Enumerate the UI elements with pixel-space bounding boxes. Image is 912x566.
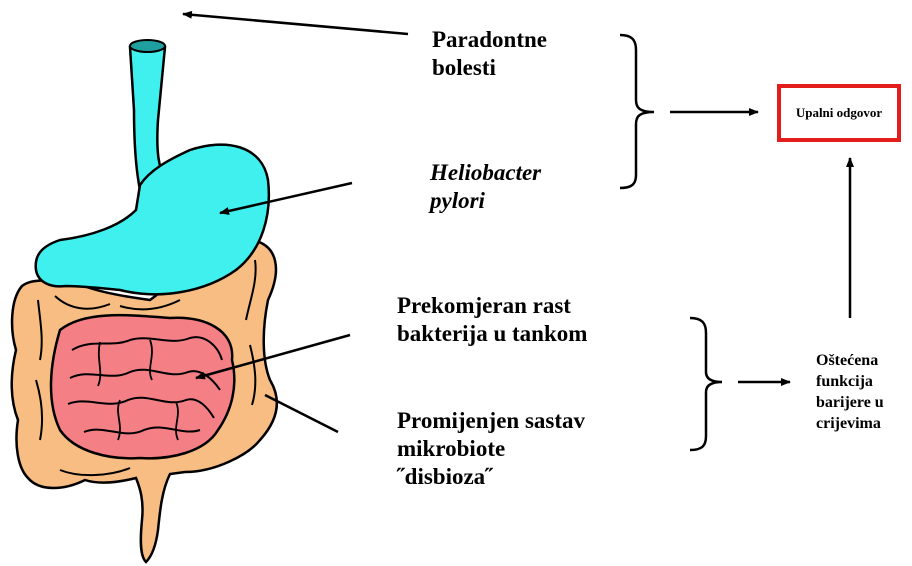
lower-brace	[690, 318, 722, 450]
label-dysbiosis: Promijenjen sastav mikrobiote ˝disbioza˝	[397, 407, 585, 491]
label-periodontal-disease: Paradontne bolesti	[432, 26, 547, 82]
label-inflammation-response: Upalni odgovor	[796, 105, 882, 121]
small-intestine-illustration	[51, 315, 234, 458]
inflammation-response-box: Upalni odgovor	[777, 84, 901, 142]
arrow-to-mouth	[183, 14, 408, 34]
label-barrier-dysfunction: Oštećena funkcija barijere u crijevima	[816, 350, 884, 434]
upper-brace	[620, 35, 654, 188]
label-helicobacter-pylori: Heliobacter pylori	[430, 159, 541, 215]
label-bacterial-overgrowth: Prekomjeran rast bakterija u tankom	[397, 292, 587, 348]
